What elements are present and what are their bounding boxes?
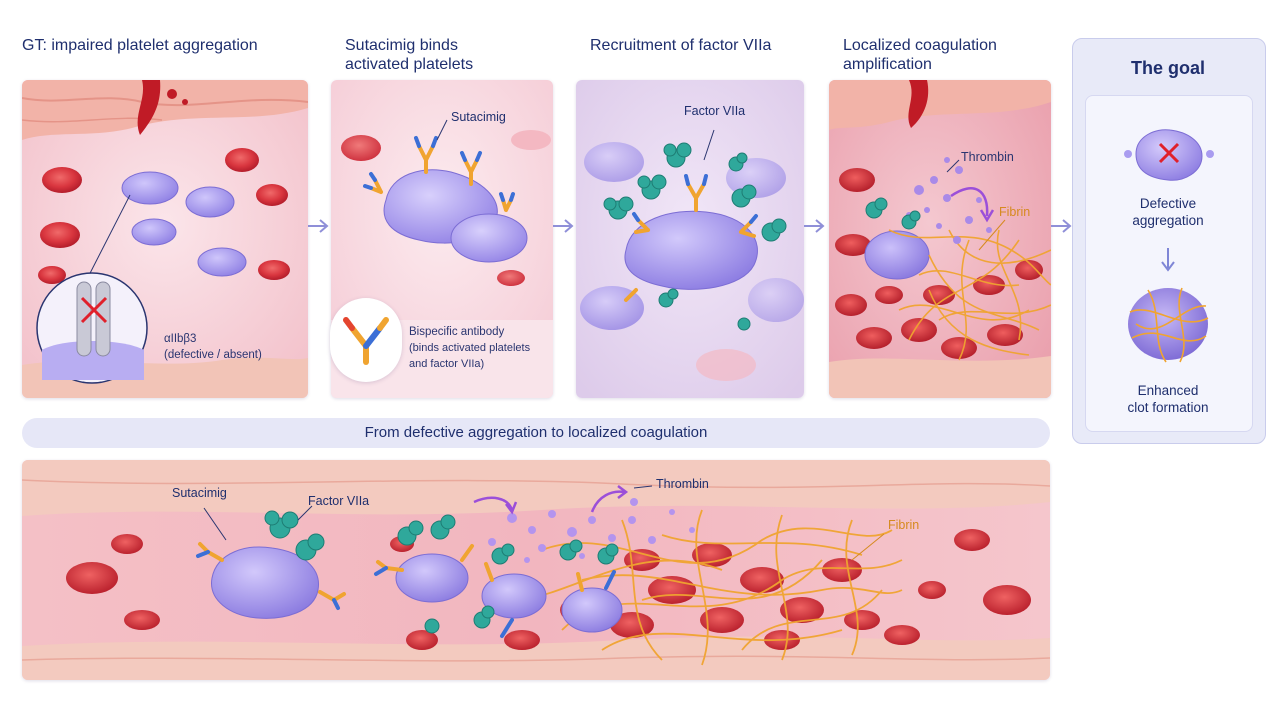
step4-title-line1: Localized coagulation <box>843 37 997 54</box>
bottom-thrombin-label: Thrombin <box>656 477 709 491</box>
bottom-fibrin-label: Fibrin <box>888 518 920 532</box>
right-arrow-icon <box>804 219 825 233</box>
step3-title: Recruitment of factor VIIa <box>590 37 772 54</box>
step4-title-line2: amplification <box>843 56 932 73</box>
summary-banner: From defective aggregation to localized … <box>22 418 1050 448</box>
right-arrow-icon <box>553 219 574 233</box>
bottom-sutacimig-label: Sutacimig <box>172 486 227 500</box>
right-arrow-icon <box>1051 219 1072 233</box>
step1-title: GT: impaired platelet aggregation <box>22 37 258 54</box>
panel-step3: Factor VIIa <box>576 80 804 398</box>
enhanced-line1: Enhanced <box>1137 383 1199 398</box>
fibrin-label: Fibrin <box>999 205 1031 219</box>
defective-platelet-icon <box>1124 129 1214 181</box>
defective-aggregation-label: Defective aggregation <box>1085 195 1251 229</box>
panel-overview: Sutacimig Factor VIIa Thrombin Fibrin <box>22 460 1050 680</box>
defective-line2: aggregation <box>1132 213 1204 228</box>
receptor-label: αIIbβ3 <box>164 333 197 345</box>
factor-viia-label: Factor VIIa <box>684 104 746 118</box>
bottom-factor-viia-label: Factor VIIa <box>308 494 370 508</box>
step2-title: Sutacimig binds activated platelets <box>345 36 565 74</box>
red-blood-cell <box>42 167 82 193</box>
goal-title: The goal <box>1130 58 1205 78</box>
clot-icon <box>1128 287 1209 363</box>
step2-title-line2: activated platelets <box>345 56 474 73</box>
bispecific-antibody-icon <box>330 298 402 382</box>
sutacimig-label: Sutacimig <box>451 110 506 124</box>
right-arrow-icon <box>308 219 329 233</box>
down-arrow-icon <box>1161 248 1175 272</box>
legend-line1: Bispecific antibody <box>409 326 505 338</box>
enhanced-line2: clot formation <box>1127 400 1209 415</box>
step2-title-line1: Sutacimig binds <box>345 37 458 54</box>
legend-line3: and factor VIIa) <box>409 358 485 370</box>
receptor-note: (defective / absent) <box>164 349 262 361</box>
step4-title: Localized coagulation amplification <box>843 36 1053 74</box>
panel-step1: αIIbβ3 (defective / absent) <box>22 80 308 398</box>
panel-step4: Thrombin Fibrin <box>829 80 1051 398</box>
legend-line2: (binds activated platelets <box>409 342 531 354</box>
enhanced-clot-label: Enhanced clot formation <box>1085 382 1251 416</box>
thrombin-label: Thrombin <box>961 150 1014 164</box>
defective-line1: Defective <box>1139 196 1197 211</box>
